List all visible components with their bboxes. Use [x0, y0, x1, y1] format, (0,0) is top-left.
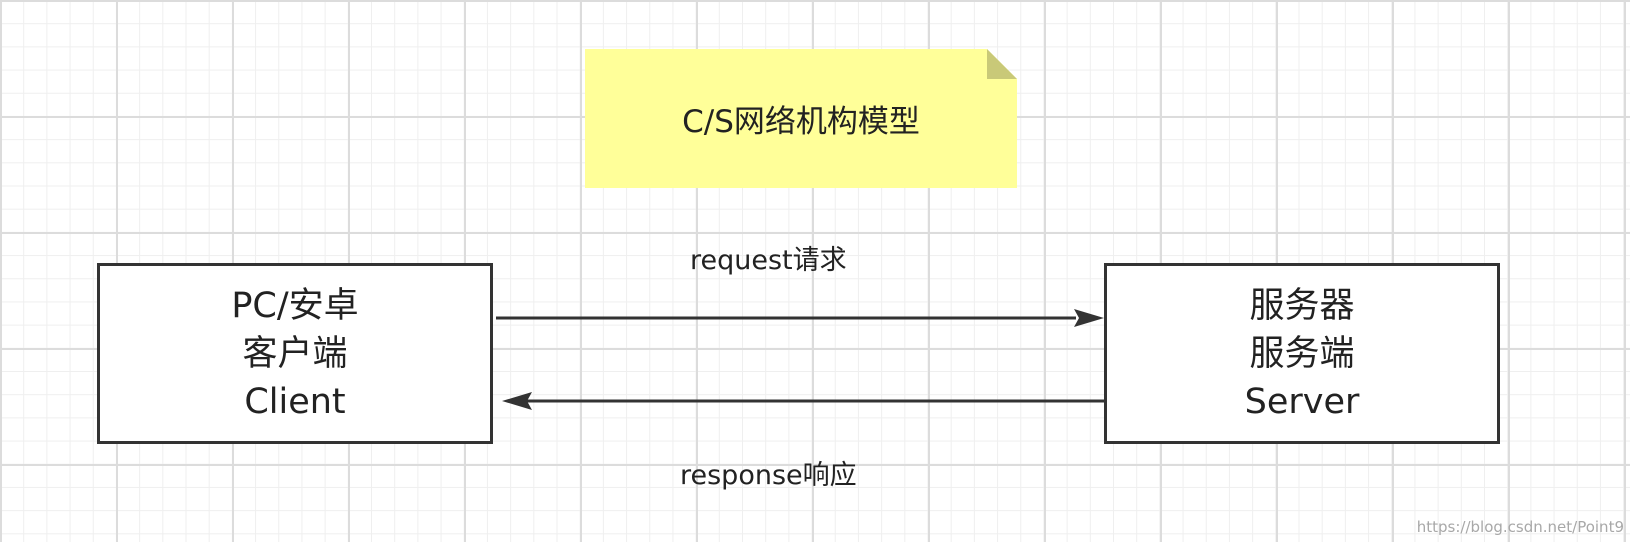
- server-line-1: 服务器: [1249, 285, 1355, 326]
- response-arrowhead: [502, 392, 532, 410]
- server-line-2: 服务端: [1249, 333, 1355, 374]
- client-line-1: PC/安卓: [231, 285, 359, 326]
- client-box: PC/安卓 客户端 Client: [97, 263, 493, 444]
- title-note-body: C/S网络机构模型: [585, 49, 1017, 188]
- server-line-3: Server: [1244, 381, 1360, 422]
- diagram-title: C/S网络机构模型: [682, 104, 920, 140]
- response-label: response响应: [680, 460, 857, 491]
- watermark-text: https://blog.csdn.net/Point9: [1416, 518, 1624, 536]
- server-box: 服务器 服务端 Server: [1104, 263, 1500, 444]
- request-arrowhead: [1074, 309, 1104, 327]
- client-line-3: Client: [244, 381, 346, 422]
- request-label: request请求: [690, 245, 847, 276]
- client-line-2: 客户端: [242, 333, 348, 374]
